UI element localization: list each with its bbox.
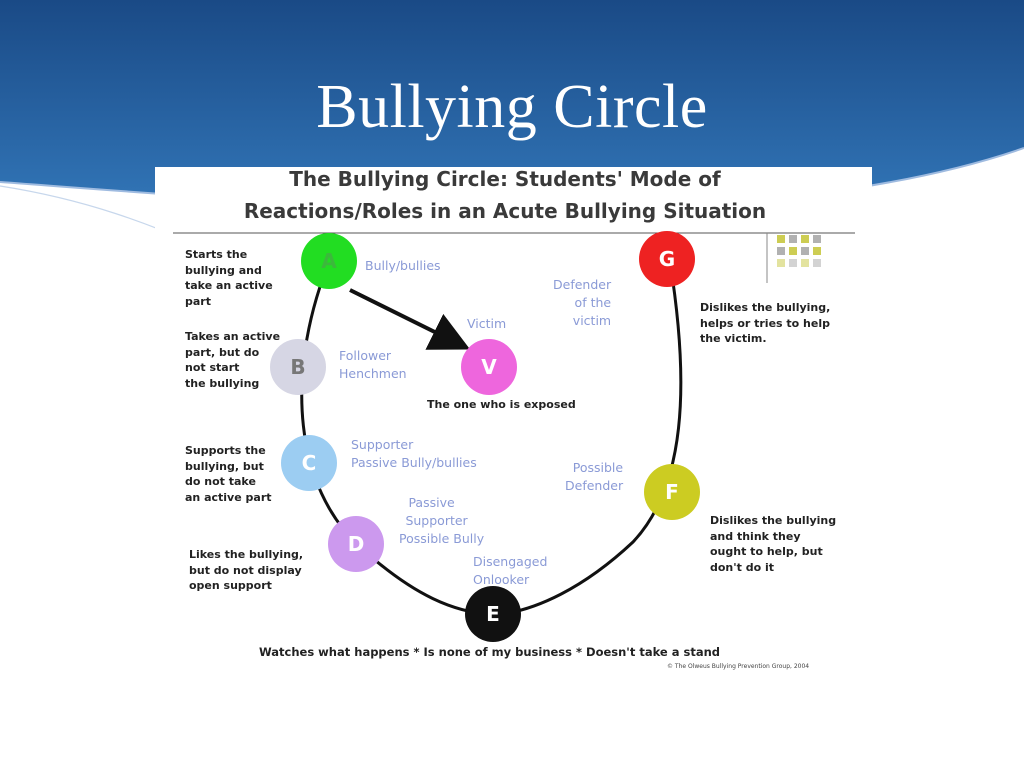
node-letter: E <box>486 602 500 626</box>
node-letter: F <box>665 480 679 504</box>
node-letter: A <box>321 249 337 273</box>
decoration-square <box>801 259 809 267</box>
node-v: V <box>461 339 517 395</box>
decoration-square <box>813 259 821 267</box>
node-letter: D <box>348 532 365 556</box>
node-b: B <box>270 339 326 395</box>
node-circle <box>639 231 695 287</box>
node-circle <box>281 435 337 491</box>
decoration-square <box>801 247 809 255</box>
node-circle <box>301 233 357 289</box>
diagram-graphics: A B C D E F G V <box>173 231 855 642</box>
node-circle <box>461 339 517 395</box>
copyright-credit: © The Olweus Bullying Prevention Group, … <box>667 663 810 670</box>
node-letter: B <box>290 355 305 379</box>
slide-title: Bullying Circle <box>316 73 708 141</box>
description-d: Likes the bullying,but do not display op… <box>189 548 304 592</box>
node-circle <box>328 516 384 572</box>
decoration-square <box>789 235 797 243</box>
node-circle <box>270 339 326 395</box>
role-label-d: Passive Supporter Possible Bully <box>399 495 485 546</box>
bully-to-victim-arrow <box>349 288 471 350</box>
node-g: G <box>639 231 695 287</box>
diagram-heading-line-1: The Bullying Circle: Students' Mode of <box>289 167 721 191</box>
role-label-a: Bully/bullies <box>365 258 441 273</box>
bullying-circle-diagram: A B C D E F G V The Bullying Circle: Students' … <box>155 167 872 680</box>
role-label-victim: Victim <box>467 316 507 331</box>
decoration-square <box>777 247 785 255</box>
node-letter: G <box>659 247 675 271</box>
decoration-square <box>777 259 785 267</box>
decoration-square <box>813 235 821 243</box>
node-circle <box>465 586 521 642</box>
description-g: Dislikes the bullying,helps or tries to … <box>700 301 831 345</box>
node-a: A <box>301 233 357 289</box>
decoration-square <box>813 247 821 255</box>
description-victim: The one who is exposed <box>427 398 576 411</box>
node-e: E <box>465 586 521 642</box>
node-c: C <box>281 435 337 491</box>
node-letter: C <box>302 451 317 475</box>
corner-decoration <box>766 233 821 283</box>
decoration-square <box>789 247 797 255</box>
diagram-heading-line-2: Reactions/Roles in an Acute Bullying Sit… <box>243 199 767 223</box>
node-circle <box>644 464 700 520</box>
description-e: Watches what happens * Is none of my bus… <box>259 645 721 659</box>
node-f: F <box>644 464 700 520</box>
node-letter: V <box>481 355 497 379</box>
decoration-square <box>801 235 809 243</box>
decoration-square <box>777 235 785 243</box>
node-d: D <box>328 516 384 572</box>
decoration-square <box>789 259 797 267</box>
